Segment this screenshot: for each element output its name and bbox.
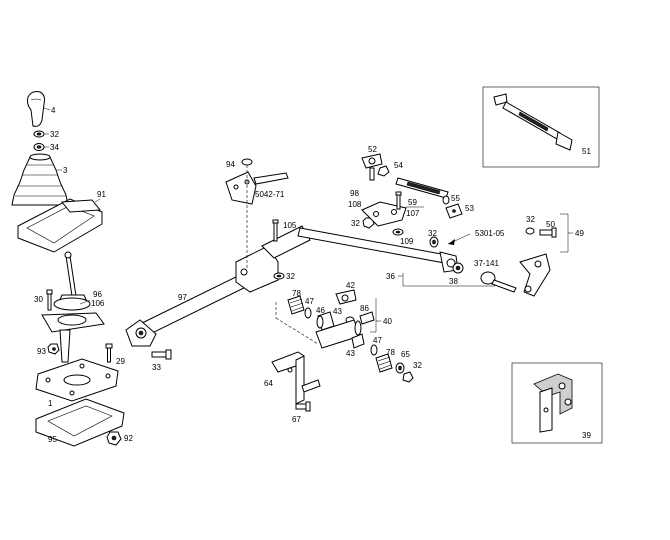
label-108: 108 xyxy=(348,200,362,209)
nut-part-32-lower xyxy=(402,371,414,383)
label-91: 91 xyxy=(97,190,106,199)
label-64: 64 xyxy=(264,379,273,388)
label-78-upper: 78 xyxy=(292,289,301,298)
nut-part-34 xyxy=(33,143,45,151)
shift-rod-part-97 xyxy=(125,225,311,347)
knob-part-4 xyxy=(26,91,45,127)
label-95: 95 xyxy=(48,435,57,444)
gaiter-boot-part-3 xyxy=(11,153,69,206)
label-47-lower: 47 xyxy=(373,336,382,345)
label-32-link: 32 xyxy=(351,219,360,228)
pin-part-42 xyxy=(335,289,357,305)
bolt-part-29 xyxy=(105,343,113,363)
label-107: 107 xyxy=(406,209,420,218)
washer-part-47-lower xyxy=(370,344,378,356)
nut-part-43-lower xyxy=(351,333,365,349)
gasket-part-95 xyxy=(35,398,125,447)
label-94: 94 xyxy=(226,160,235,169)
bush-part-46 xyxy=(316,311,335,331)
label-32-pivot: 32 xyxy=(428,229,437,238)
label-34: 34 xyxy=(50,143,59,152)
label-109: 109 xyxy=(400,237,414,246)
label-51: 51 xyxy=(582,147,591,156)
label-78-lower: 78 xyxy=(386,348,395,357)
gear-lever-part xyxy=(41,251,105,363)
washer-part-32 xyxy=(33,130,45,138)
washer-part-32-lever xyxy=(525,227,535,235)
nut-part-93 xyxy=(47,343,60,355)
ball-joint-part-37-141 xyxy=(480,271,517,293)
label-92: 92 xyxy=(124,434,133,443)
label-47-upper: 47 xyxy=(305,297,314,306)
inset-box-51 xyxy=(482,86,600,168)
label-32-lever: 32 xyxy=(526,215,535,224)
label-96: 96 xyxy=(93,290,102,299)
label-5301-05: 5301-05 xyxy=(475,229,505,238)
label-29: 29 xyxy=(116,357,125,366)
bolt-part-50 xyxy=(539,227,557,238)
washer-part-32-pivot xyxy=(429,236,439,248)
label-5042-71: 5042-71 xyxy=(255,190,285,199)
label-67: 67 xyxy=(292,415,301,424)
boot-frame-part-91 xyxy=(17,198,103,253)
label-30: 30 xyxy=(34,295,43,304)
bolt-part-30 xyxy=(46,289,53,311)
cable-end-part-52 xyxy=(361,153,383,181)
label-38: 38 xyxy=(449,277,458,286)
label-97: 97 xyxy=(178,293,187,302)
washer-part-32-rod xyxy=(273,272,285,280)
bolt-part-67 xyxy=(295,401,311,412)
bolt-part-105 xyxy=(272,219,279,242)
label-43-lower: 43 xyxy=(346,349,355,358)
label-32-rod: 32 xyxy=(286,272,295,281)
label-3: 3 xyxy=(63,166,68,175)
washer-part-109 xyxy=(392,228,404,236)
label-33: 33 xyxy=(152,363,161,372)
label-93: 93 xyxy=(37,347,46,356)
label-98: 98 xyxy=(350,189,359,198)
label-32-knob: 32 xyxy=(50,130,59,139)
clip-part-55 xyxy=(442,195,450,205)
locknut-part-54 xyxy=(377,165,390,177)
bracket-part-98 xyxy=(361,201,407,227)
nut-part-92 xyxy=(106,431,122,446)
label-42: 42 xyxy=(346,281,355,290)
label-36: 36 xyxy=(386,272,395,281)
label-43-upper: 43 xyxy=(333,307,342,316)
cable-rod-part xyxy=(395,177,449,199)
base-plate-part-1 xyxy=(35,358,119,402)
bracket-part-94 xyxy=(225,158,289,205)
pin-part-53 xyxy=(445,203,463,219)
washer-part-65 xyxy=(395,362,405,374)
spring-part-78-lower xyxy=(375,353,393,373)
label-86: 86 xyxy=(360,304,369,313)
clip-part-86 xyxy=(359,311,375,325)
label-54: 54 xyxy=(394,161,403,170)
label-32-lower: 32 xyxy=(413,361,422,370)
label-46: 46 xyxy=(316,306,325,315)
label-1: 1 xyxy=(48,399,53,408)
label-40: 40 xyxy=(383,317,392,326)
label-4: 4 xyxy=(51,106,56,115)
support-bracket-part-64 xyxy=(271,351,321,405)
inset-box-39 xyxy=(511,362,603,444)
bushing-part-38 xyxy=(452,262,464,274)
washer-part-47-upper xyxy=(304,307,312,319)
bolt-part-33 xyxy=(151,349,172,360)
label-39: 39 xyxy=(582,431,591,440)
label-55: 55 xyxy=(451,194,460,203)
label-106: 106 xyxy=(91,299,105,308)
bolt-part-59 xyxy=(395,191,402,210)
label-52: 52 xyxy=(368,145,377,154)
label-65: 65 xyxy=(401,350,410,359)
label-50: 50 xyxy=(546,220,555,229)
label-37-141: 37-141 xyxy=(474,259,499,268)
selector-lever-part-49 xyxy=(519,253,551,297)
label-105: 105 xyxy=(283,221,297,230)
label-53: 53 xyxy=(465,204,474,213)
label-49: 49 xyxy=(575,229,584,238)
spring-part-78-upper xyxy=(287,295,305,315)
label-59: 59 xyxy=(408,198,417,207)
